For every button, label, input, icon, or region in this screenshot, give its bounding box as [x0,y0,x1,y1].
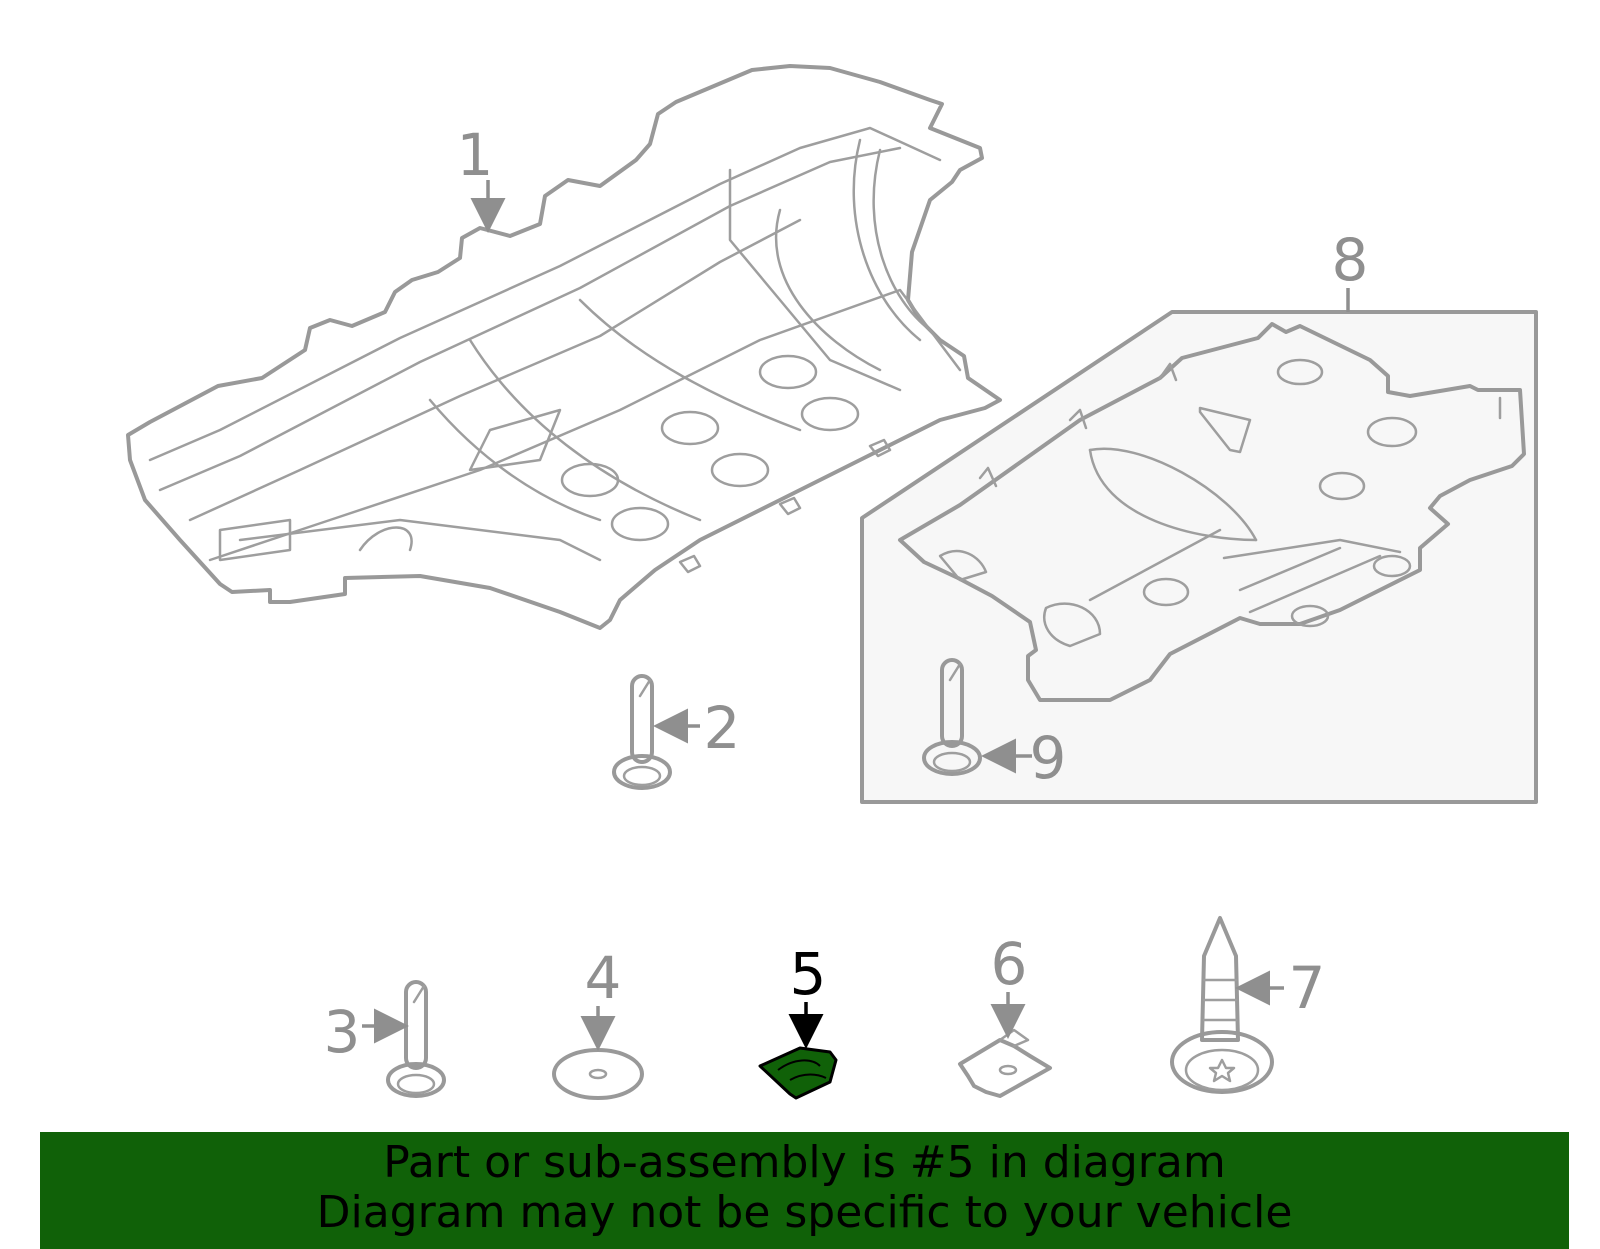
callout-6: 6 [991,930,1028,998]
part-1-underbody-shield[interactable] [126,64,1002,630]
callout-3: 3 [324,998,361,1066]
callout-5: 5 [790,940,827,1008]
info-banner: Part or sub-assembly is #5 in diagram Di… [40,1132,1569,1249]
banner-line-2: Diagram may not be specific to your vehi… [316,1187,1293,1238]
callout-9: 9 [1030,724,1067,792]
callout-1: 1 [457,121,494,189]
part-3-bolt[interactable] [386,980,446,1098]
callout-2: 2 [704,694,741,762]
banner-line-1: Part or sub-assembly is #5 in diagram [383,1137,1226,1188]
part-2-bolt[interactable] [612,674,672,790]
callout-4: 4 [585,944,622,1012]
callout-7: 7 [1289,954,1326,1022]
part-7-screw[interactable] [1170,916,1274,1094]
part-4-washer[interactable] [552,1048,644,1100]
part-5-clip-highlighted[interactable] [758,1046,838,1100]
part-9-bolt[interactable] [922,658,982,776]
part-8-secondary-shield[interactable] [898,322,1526,702]
callout-8: 8 [1332,226,1369,294]
part-6-clip-nut[interactable] [958,1028,1052,1098]
